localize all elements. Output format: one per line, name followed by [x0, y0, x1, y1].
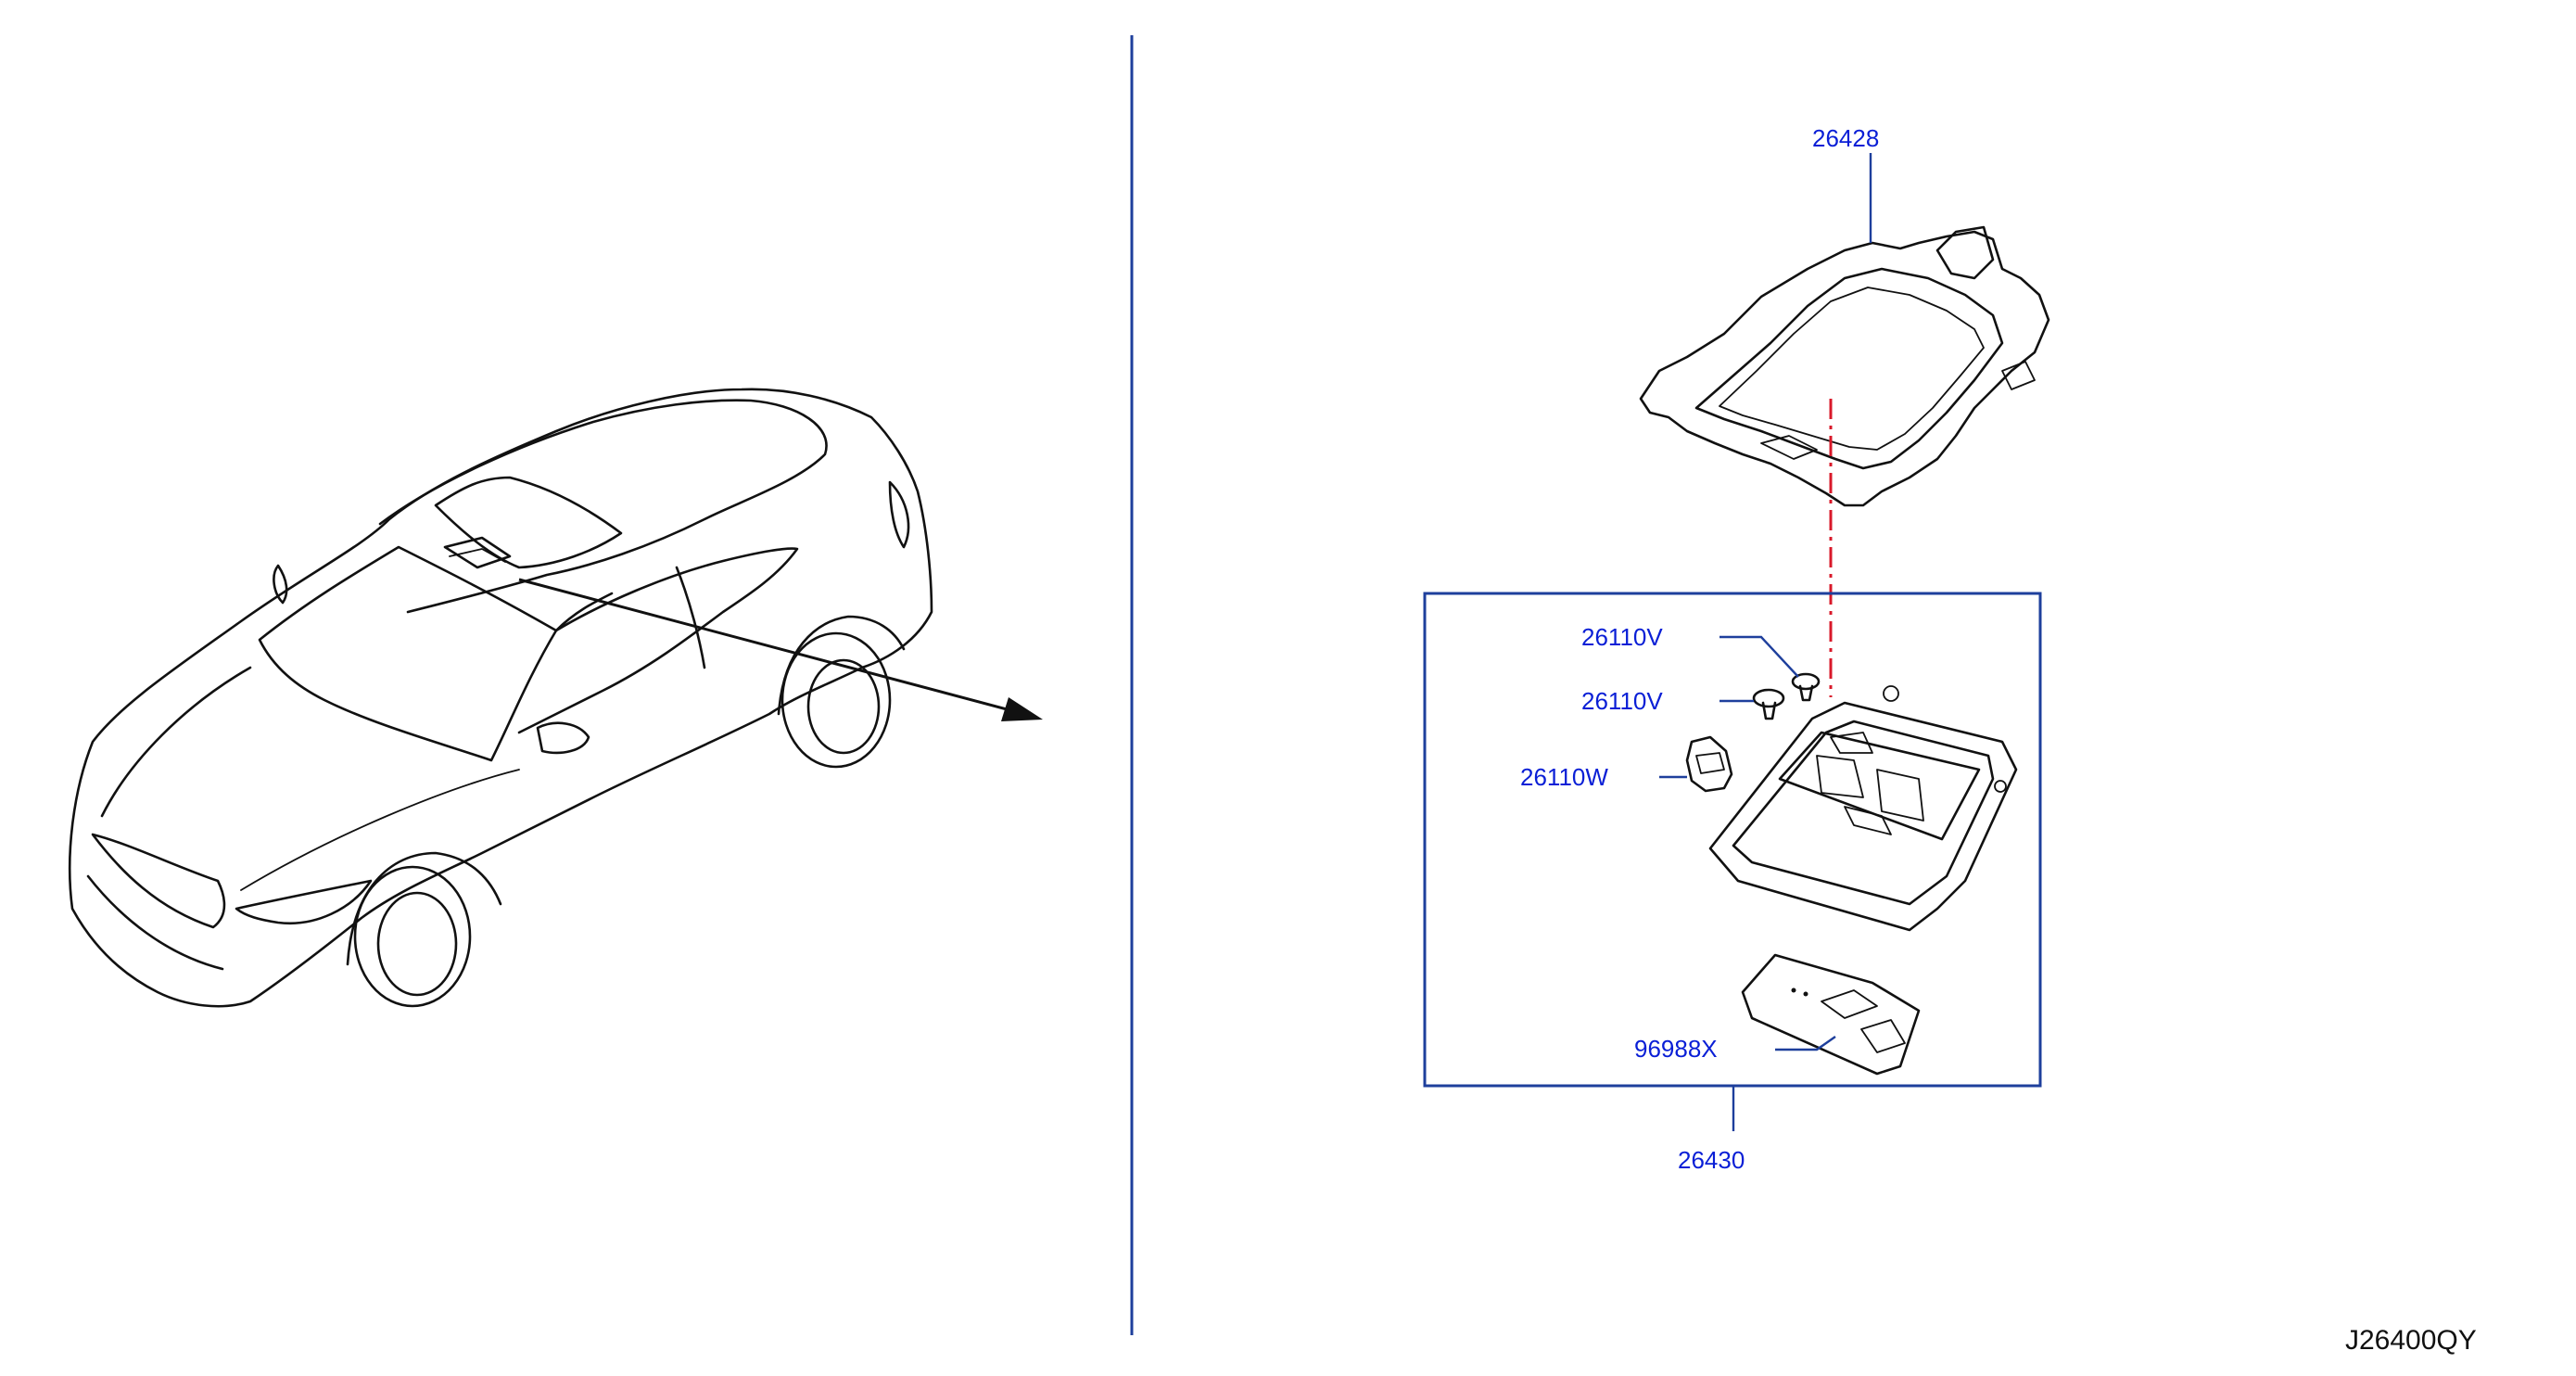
clip-lower-drawing — [1752, 688, 1785, 720]
label-bracket: 26428 — [1812, 124, 1879, 152]
label-bulb-socket: 26110W — [1520, 763, 1608, 791]
label-clip-lower: 26110V — [1581, 687, 1663, 715]
label-lamp-assembly: 26430 — [1678, 1146, 1745, 1174]
label-clip-upper: 26110V — [1581, 623, 1663, 651]
car-overview-drawing — [68, 388, 1043, 1008]
lamp-housing-drawing — [1708, 685, 2018, 932]
lens-switch-drawing — [1741, 953, 1921, 1076]
bracket-drawing — [1639, 225, 2050, 507]
lamp-assembly-frame — [1423, 592, 2042, 1088]
bulb-socket-drawing — [1685, 735, 1733, 793]
clip-upper-drawing — [1791, 672, 1821, 702]
label-lens-switch: 96988X — [1634, 1035, 1718, 1063]
diagram-reference-code: J26400QY — [2345, 1325, 2477, 1356]
